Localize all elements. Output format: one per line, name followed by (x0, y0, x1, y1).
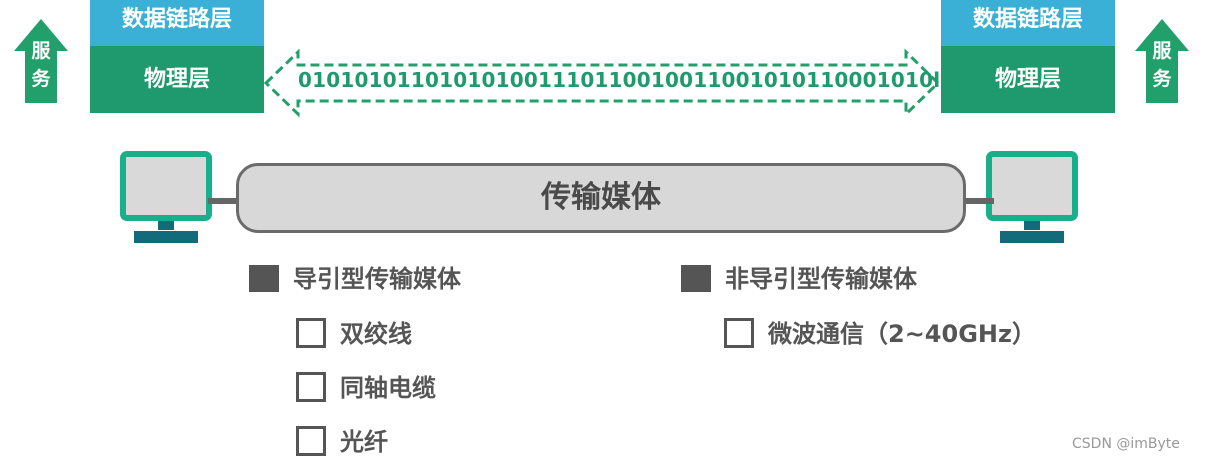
service-arrow-right: 服 务 (1133, 17, 1191, 105)
bit-stream: 0101010110101010011101100100110010101100… (298, 68, 941, 92)
list-item: 双绞线 (296, 318, 412, 349)
unguided-media-category: 非导引型传输媒体 (681, 264, 917, 294)
arrow-up-icon (1135, 19, 1189, 103)
double-arrow-icon (263, 48, 941, 118)
guided-media-category: 导引型传输媒体 (249, 264, 461, 294)
filled-square-icon (249, 265, 279, 292)
cable-left (208, 198, 242, 204)
item-label: 微波通信（2~40GHz） (768, 320, 1036, 348)
layer-stack-left: 数据链路层 物理层 (90, 0, 264, 113)
item-label: 双绞线 (340, 320, 412, 348)
checkbox-icon (296, 318, 326, 348)
physical-layer: 物理层 (90, 46, 264, 113)
checkbox-icon (296, 372, 326, 402)
service-label-1: 服 (1152, 40, 1172, 62)
checkbox-icon (724, 318, 754, 348)
category-title: 导引型传输媒体 (293, 265, 461, 293)
checkbox-icon (296, 426, 326, 456)
physical-layer: 物理层 (941, 46, 1115, 113)
service-label-1: 服 (31, 40, 51, 62)
service-label-2: 务 (31, 68, 51, 90)
data-link-layer: 数据链路层 (90, 0, 264, 46)
item-label: 光纤 (340, 428, 388, 456)
layer-stack-right: 数据链路层 物理层 (941, 0, 1115, 113)
category-title: 非导引型传输媒体 (725, 265, 917, 293)
monitor-icon (120, 151, 212, 243)
item-label: 同轴电缆 (340, 374, 436, 402)
monitor-icon (986, 151, 1078, 243)
list-item: 微波通信（2~40GHz） (724, 318, 1036, 349)
list-item: 光纤 (296, 426, 388, 457)
data-link-layer: 数据链路层 (941, 0, 1115, 46)
arrow-up-icon (14, 19, 68, 103)
service-label-2: 务 (1152, 68, 1172, 90)
service-arrow-left: 服 务 (12, 17, 70, 105)
cable-right (960, 198, 994, 204)
filled-square-icon (681, 265, 711, 292)
list-item: 同轴电缆 (296, 372, 436, 403)
transmission-medium: 传输媒体 (236, 163, 966, 233)
watermark: CSDN @imByte (1072, 436, 1180, 452)
